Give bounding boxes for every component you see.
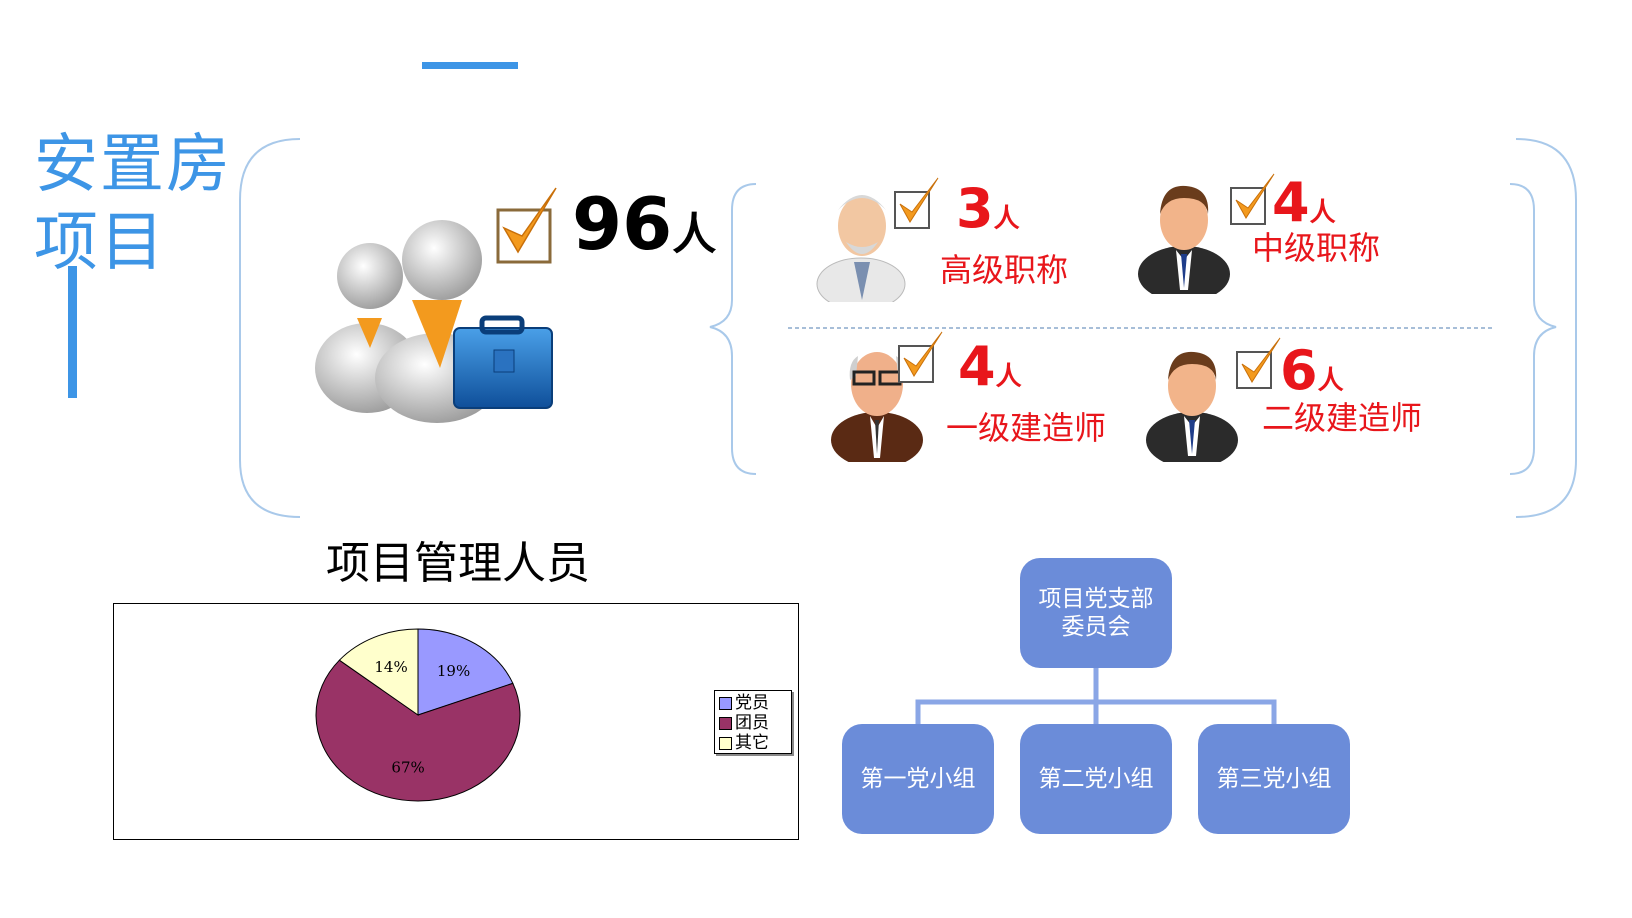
checkmark-icon xyxy=(894,177,939,229)
org-group-2: 第二党小组 xyxy=(1020,724,1172,834)
businessman-avatar-icon xyxy=(1138,185,1230,294)
chart-legend: 党员 团员 其它 xyxy=(714,690,792,754)
chart-title: 项目管理人员 xyxy=(326,538,590,589)
sidebar-accent-line xyxy=(68,266,77,398)
role-count-first-class: 4人 xyxy=(958,335,1022,398)
checkmark-icon xyxy=(1230,173,1275,225)
elderly-man-avatar-icon xyxy=(831,352,923,462)
org-group-1: 第一党小组 xyxy=(842,724,994,834)
section-title-line1: 安置房 xyxy=(34,128,232,202)
chart-frame xyxy=(113,603,799,840)
org-root-committee: 项目党支部委员会 xyxy=(1020,558,1172,668)
legend-item-other: 其它 xyxy=(719,733,787,753)
legend-item-league-member: 团员 xyxy=(719,713,787,733)
businessman-avatar-icon xyxy=(1146,351,1238,462)
role-count-intermediate: 4人 xyxy=(1272,171,1336,234)
legend-swatch xyxy=(719,736,732,750)
section-title-line2: 项目 xyxy=(34,206,166,280)
role-label-intermediate: 中级职称 xyxy=(1252,229,1381,267)
total-unit: 人 xyxy=(672,209,717,260)
role-count-senior: 3人 xyxy=(956,177,1020,240)
role-label-senior: 高级职称 xyxy=(940,251,1069,289)
legend-item-party-member: 党员 xyxy=(719,693,787,713)
pie-slice-party-member xyxy=(417,628,514,716)
role-label-first-class: 一级建造师 xyxy=(946,409,1107,447)
pie-data-label: 19% xyxy=(437,662,470,680)
section-title: 安置房 项目 xyxy=(34,126,234,282)
legend-swatch xyxy=(719,696,732,710)
role-count-second-class: 6人 xyxy=(1280,339,1344,402)
pie-slice-other xyxy=(338,628,419,716)
legend-swatch xyxy=(719,716,732,730)
org-group-3: 第三党小组 xyxy=(1198,724,1350,834)
pie-slice-league-member xyxy=(315,659,521,802)
checkmark-icon xyxy=(898,331,943,383)
total-number: 96 xyxy=(572,182,673,266)
total-count: 96人 xyxy=(572,188,716,271)
pie-data-label: 67% xyxy=(391,759,424,777)
role-label-second-class: 二级建造师 xyxy=(1262,399,1423,437)
pie-chart: 19% 67% 14% xyxy=(315,628,521,802)
pie-data-label: 14% xyxy=(374,658,407,676)
doctor-avatar-icon xyxy=(816,195,906,302)
people-briefcase-icon xyxy=(315,220,553,423)
checkmark-icon xyxy=(1236,337,1281,389)
checkmark-icon xyxy=(496,187,557,264)
top-accent-bar xyxy=(422,62,518,69)
